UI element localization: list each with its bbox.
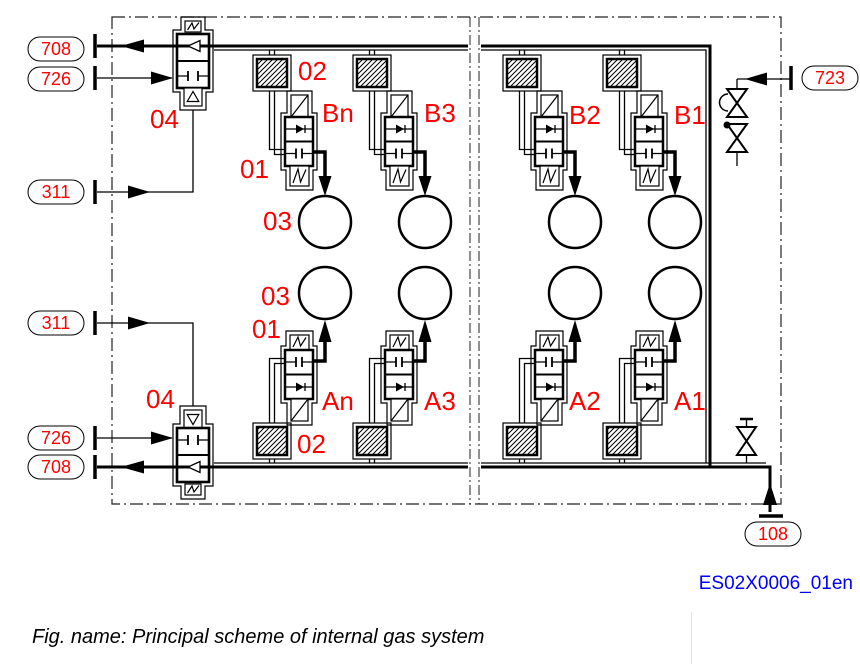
flow-direction-arrow-icon: [121, 460, 144, 474]
port-tag: [27, 310, 85, 336]
shutoff-valve-icon: [723, 121, 749, 166]
document-code: ES02X0006_01en: [699, 573, 853, 594]
flow-direction-arrow-icon: [763, 483, 777, 505]
flow-direction-arrow-icon: [128, 316, 150, 330]
port-tag: [27, 36, 85, 62]
port-708-top: 708: [27, 34, 144, 62]
coupling-icon: [718, 93, 729, 112]
port-tag-text: 311: [42, 313, 71, 333]
flow-direction-arrow-icon: [121, 39, 144, 53]
port-tag: [27, 179, 85, 205]
port-311-bottom: 311: [27, 310, 194, 406]
flow-direction-arrow-icon: [128, 185, 150, 199]
port-108: 108: [744, 483, 802, 547]
label-valve-an: An: [322, 386, 354, 416]
label-valve-bn: Bn: [322, 98, 354, 128]
port-tag: [27, 454, 85, 480]
flow-direction-arrow-icon: [151, 431, 173, 445]
label-valve-a2: A2: [569, 386, 601, 416]
main-gas-lines: [97, 44, 772, 512]
port-723: 723: [718, 65, 859, 166]
label-valve-b3: B3: [424, 98, 456, 128]
port-726-top: 726: [27, 66, 173, 92]
label-valve-b1: B1: [674, 100, 706, 130]
label-pilot-valve-bottom: 01: [252, 314, 281, 344]
gas-branch-a3: [351, 265, 453, 465]
figure-caption: Fig. name: Principal scheme of internal …: [32, 626, 485, 648]
regulator-valve-04-bottom: [172, 405, 214, 500]
system-boundary-frame: [111, 16, 782, 505]
page-edge-line: [691, 612, 692, 664]
check-valve-icon: [186, 460, 201, 474]
label-filter-top: 02: [298, 56, 327, 86]
flow-direction-arrow-icon: [151, 71, 173, 85]
label-cylinder-top: 03: [263, 206, 292, 236]
label-regulator-bottom: 04: [146, 384, 175, 414]
gas-branch-a1: [601, 265, 703, 465]
check-valve-icon: [186, 39, 201, 53]
gas-branch-b3: [351, 48, 453, 250]
port-tag-text: 708: [41, 39, 71, 59]
port-tag: [744, 521, 802, 547]
valve-dot-icon: [723, 121, 731, 129]
pilot-triangle-icon: [186, 90, 200, 103]
port-tag-text: 311: [42, 182, 71, 202]
label-valve-a1: A1: [674, 386, 706, 416]
label-filter-bottom: 02: [297, 429, 326, 459]
gas-branch-a2: [501, 265, 603, 465]
drain-shutoff-valve-icon: [735, 417, 758, 463]
label-cylinder-bottom: 03: [261, 281, 290, 311]
port-726-bottom: 726: [27, 425, 173, 451]
flow-direction-arrow-icon: [745, 72, 767, 86]
shutoff-valve-icon: [718, 88, 749, 118]
section-divider: [469, 17, 480, 504]
label-regulator-top: 04: [150, 104, 179, 134]
port-311-top: 311: [27, 110, 194, 205]
port-tag-text: 723: [815, 68, 845, 88]
gas-branch-b1: [601, 48, 703, 250]
gas-branch-b2: [501, 48, 603, 250]
port-tag-text: 708: [41, 457, 71, 477]
closed-port-icon: [187, 435, 199, 445]
port-tag-text: 108: [758, 524, 788, 544]
gas-system-schematic: 708 726 311 311 726 708: [27, 16, 859, 594]
label-valve-a3: A3: [424, 386, 456, 416]
port-tag-text: 726: [41, 428, 71, 448]
port-tag: [27, 66, 85, 92]
label-valve-b2: B2: [569, 100, 601, 130]
port-tag: [27, 425, 85, 451]
regulator-valve-04-top: [172, 16, 214, 111]
port-tag: [801, 65, 859, 91]
closed-port-icon: [187, 71, 199, 81]
label-pilot-valve-top: 01: [240, 154, 269, 184]
port-tag-text: 726: [41, 69, 71, 89]
port-708-bottom: 708: [27, 454, 144, 480]
pilot-triangle-icon: [186, 413, 200, 426]
